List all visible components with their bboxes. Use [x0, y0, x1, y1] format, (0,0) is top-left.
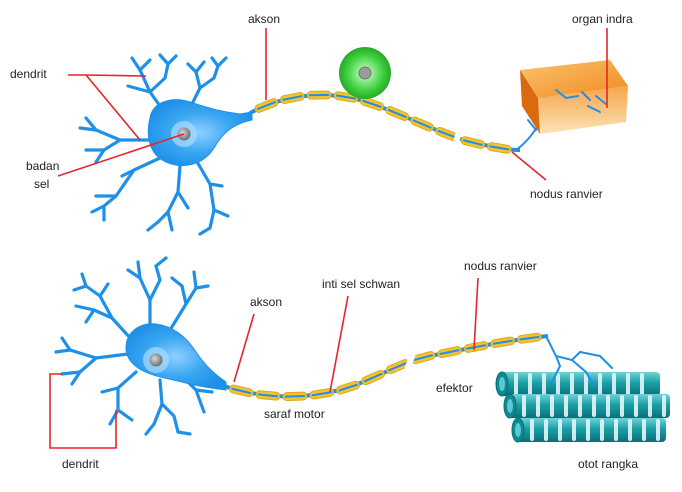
motor-axon-terminals	[545, 335, 613, 387]
saraf-motor-label: saraf motor	[264, 407, 325, 421]
axon-core-line	[231, 387, 252, 395]
dendrit-bottom-label: dendrit	[62, 457, 99, 471]
efektor-label: efektor	[436, 381, 473, 395]
dendrit-top-leader-a	[68, 74, 147, 77]
muscle-fiber	[511, 417, 666, 443]
axon-core-line	[492, 339, 513, 345]
top-myelin-sheath	[254, 90, 512, 154]
nodus-ranvier-bottom-label: nodus ranvier	[464, 259, 537, 273]
muscle-fiber	[495, 371, 660, 397]
axon-core-line	[412, 119, 432, 129]
top-dendrites	[78, 53, 230, 236]
receptor-endings	[555, 89, 607, 113]
organ-indra-label: organ indra	[572, 12, 633, 26]
dendrit-top-leader-b	[85, 74, 141, 141]
badan-sel-leader	[57, 133, 185, 177]
dendrit-bottom-leader	[49, 373, 117, 449]
bottom-myelin-sheath	[229, 332, 542, 401]
nodus-ranvier-bottom-leader	[473, 277, 479, 351]
axon-core-line	[388, 361, 408, 372]
bottom-dendrites	[54, 256, 214, 436]
nodus-ranvier-top-label: nodus ranvier	[530, 187, 603, 201]
axon-core-line	[257, 393, 278, 398]
axon-core-line	[362, 99, 382, 109]
sensory-neuron: dendrit badan sel akson organ indra nodu…	[10, 12, 633, 236]
axon-core-line	[462, 139, 483, 146]
bottom-cell-body	[125, 323, 227, 391]
inti-sel-schwan-label: inti sel schwan	[322, 277, 400, 291]
axon-core-line	[284, 394, 305, 398]
axon-core-line	[311, 391, 332, 397]
axon-core-line	[387, 108, 407, 119]
stimulus-core	[358, 66, 372, 80]
axon-core-line	[489, 145, 510, 151]
muscle-fiber	[503, 393, 670, 419]
badan-sel-label-line2: sel	[34, 177, 49, 191]
axon-core-line	[466, 344, 487, 350]
akson-top-label: akson	[248, 12, 280, 26]
top-axon-break	[451, 127, 463, 151]
axon-core-line	[439, 349, 460, 356]
axon-core-line	[282, 95, 303, 101]
axon-core-line	[519, 335, 540, 341]
organ-indra-block	[520, 60, 628, 134]
dendrit-top-label: dendrit	[10, 67, 47, 81]
skeletal-muscle	[495, 371, 670, 443]
akson-bottom-label: akson	[250, 295, 282, 309]
motor-neuron: akson inti sel schwan nodus ranvier efek…	[49, 256, 670, 471]
nodus-ranvier-top-leader	[511, 151, 547, 181]
otot-rangka-label: otot rangka	[578, 457, 638, 471]
axon-core-line	[413, 354, 434, 362]
badan-sel-label-line1: badan	[26, 159, 59, 173]
axon-core-line	[363, 372, 383, 383]
bottom-axon-break	[404, 347, 418, 371]
bottom-nucleus	[149, 353, 163, 367]
axon-core-line	[437, 129, 457, 139]
akson-bottom-leader	[233, 313, 255, 383]
axon-core-line	[335, 94, 356, 100]
inti-sel-schwan-leader	[329, 295, 349, 393]
axon-core-line	[338, 383, 358, 392]
axon-core-line	[256, 100, 277, 111]
top-cell-body	[147, 99, 253, 166]
